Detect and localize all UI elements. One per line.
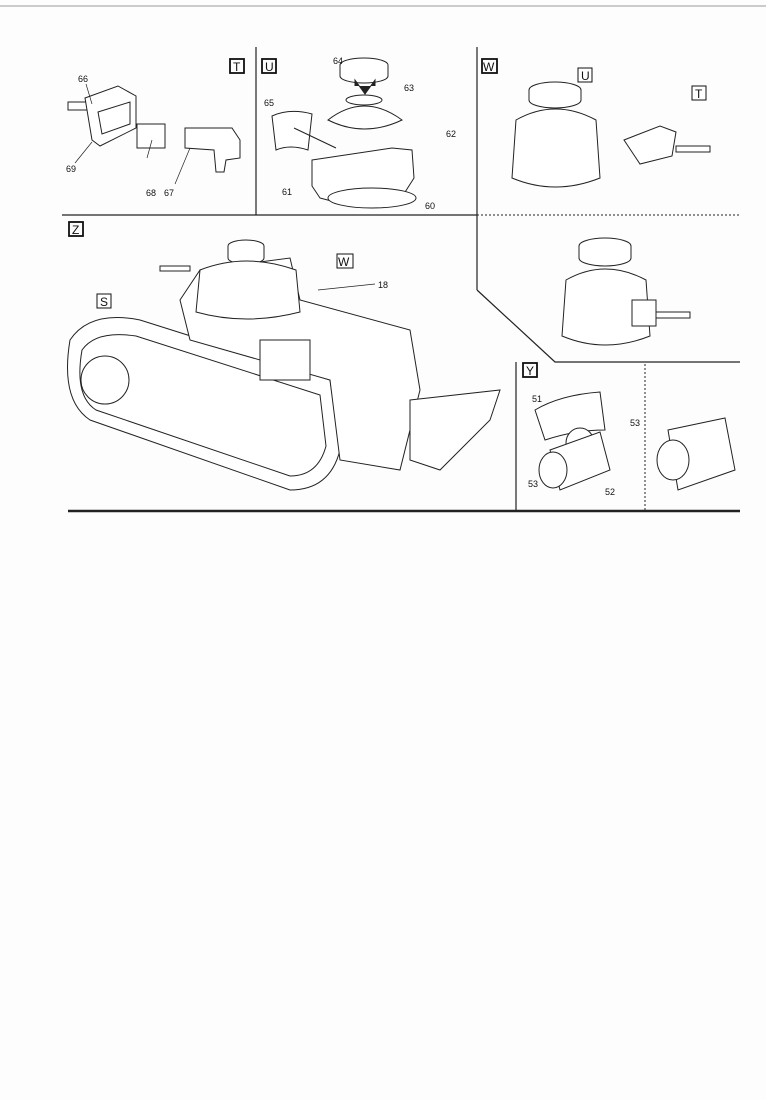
part-67-gun bbox=[184, 127, 241, 173]
part-number: 68 bbox=[146, 188, 156, 198]
part-number: 63 bbox=[404, 83, 414, 93]
drum-exploded-drawing bbox=[534, 391, 611, 491]
step-label-y: Y bbox=[522, 362, 538, 378]
svg-text:T: T bbox=[233, 60, 241, 74]
svg-text:Z: Z bbox=[72, 223, 79, 237]
divider bbox=[476, 289, 740, 363]
leader-line bbox=[317, 283, 376, 291]
part-number: 60 bbox=[425, 201, 435, 211]
drum-assembled-drawing bbox=[656, 417, 736, 491]
part-number: 65 bbox=[264, 98, 274, 108]
ref-label-s: S bbox=[96, 293, 112, 309]
svg-text:U: U bbox=[265, 60, 274, 74]
svg-text:S: S bbox=[100, 295, 108, 309]
part-number: 51 bbox=[532, 394, 542, 404]
turret-assembly-drawing bbox=[511, 81, 711, 188]
part-number: 53 bbox=[528, 479, 538, 489]
svg-text:W: W bbox=[483, 60, 495, 74]
completed-turret-drawing bbox=[561, 237, 691, 346]
part-number: 67 bbox=[164, 188, 174, 198]
svg-text:T: T bbox=[695, 87, 703, 101]
part-number: 62 bbox=[446, 129, 456, 139]
ref-label-u: U bbox=[577, 67, 593, 83]
part-number: 64 bbox=[333, 56, 343, 66]
turret-exploded-drawing bbox=[271, 57, 417, 209]
tank-drawing bbox=[67, 239, 501, 491]
ref-label-w: W bbox=[336, 253, 354, 269]
svg-text:U: U bbox=[581, 69, 590, 83]
assembly-arrow bbox=[293, 127, 337, 149]
part-number: 61 bbox=[282, 187, 292, 197]
svg-text:Y: Y bbox=[526, 364, 534, 378]
part-number: 52 bbox=[605, 487, 615, 497]
gun-mount-drawing bbox=[67, 85, 137, 147]
step-label-z: Z bbox=[68, 221, 84, 237]
step-label-u: U bbox=[261, 58, 277, 74]
step-label-t: T bbox=[229, 58, 245, 74]
part-number: 53 bbox=[630, 418, 640, 428]
svg-text:W: W bbox=[338, 255, 350, 269]
part-number: 69 bbox=[66, 164, 76, 174]
part-number: 66 bbox=[78, 74, 88, 84]
step-label-w: W bbox=[481, 58, 498, 74]
ref-label-t: T bbox=[691, 85, 707, 101]
part-number: 18 bbox=[378, 280, 388, 290]
